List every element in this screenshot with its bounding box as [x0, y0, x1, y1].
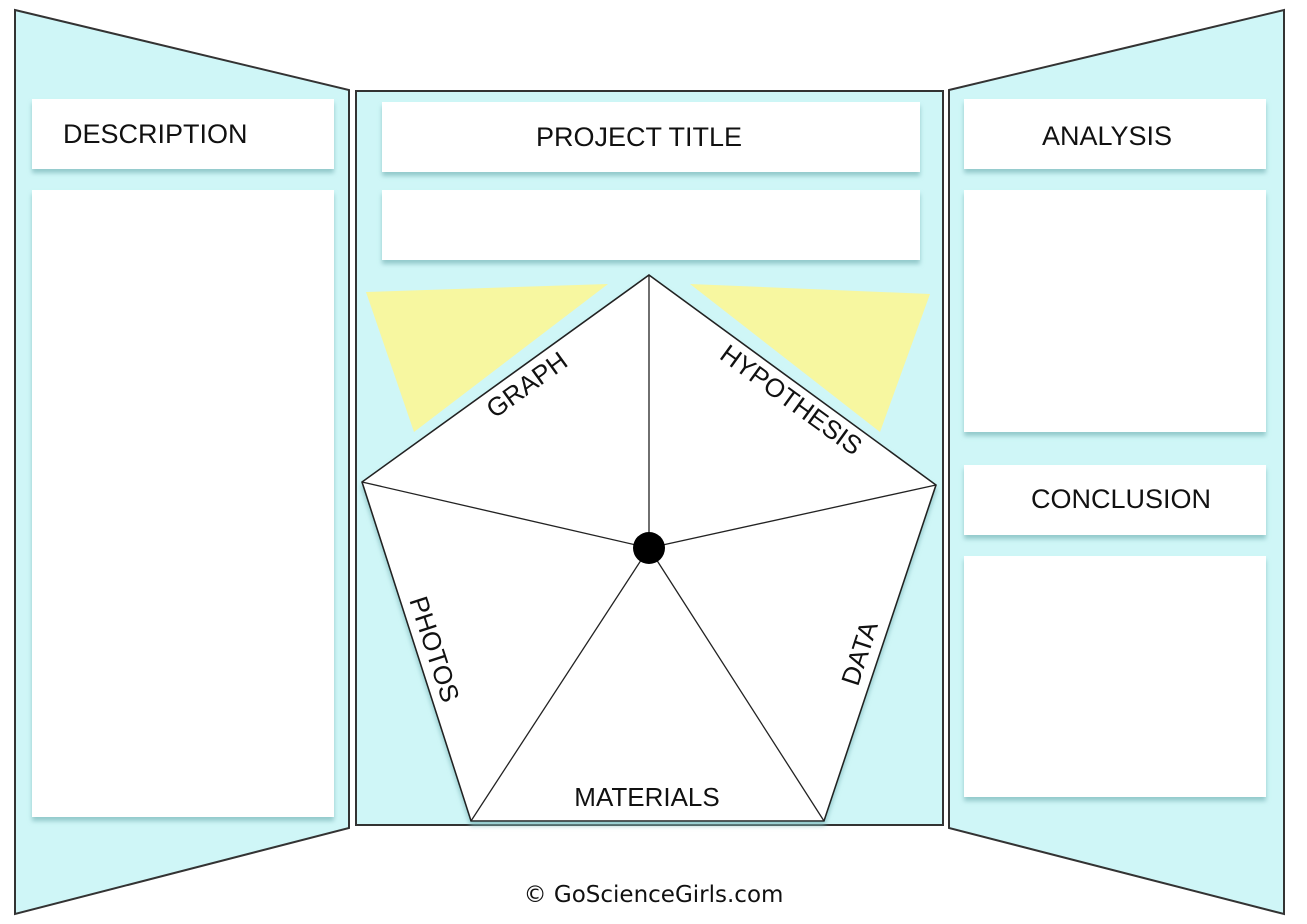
copyright-notice: © GoScienceGirls.com: [523, 882, 784, 908]
wedge-label-materials: MATERIALS: [574, 782, 719, 812]
project-title: PROJECT TITLE: [536, 122, 742, 152]
conclusion-header: CONCLUSION: [1031, 484, 1211, 514]
description-body-card: [32, 190, 334, 817]
center-panel: PROJECT TITLE GRAPH HYPOTHESIS PHOTOS DA…: [355, 90, 944, 826]
right-yellow-flap: [690, 284, 930, 432]
analysis-header: ANALYSIS: [1042, 121, 1172, 151]
description-header: DESCRIPTION: [63, 119, 248, 149]
analysis-body-card: [964, 190, 1266, 432]
project-subtitle-card: [382, 190, 920, 260]
right-panel: ANALYSIS CONCLUSION: [948, 8, 1285, 916]
conclusion-body-card: [964, 556, 1266, 797]
spoke-bottom-left: [470, 547, 650, 822]
left-yellow-flap: [366, 284, 608, 432]
description-header-card: [32, 99, 334, 169]
project-title-card: [382, 102, 920, 172]
left-panel: DESCRIPTION: [14, 8, 350, 916]
wheel-hub: [633, 532, 665, 564]
conclusion-header-card: [964, 465, 1266, 535]
spoke-left: [361, 481, 650, 549]
spoke-right: [648, 484, 937, 549]
spoke-bottom-right: [648, 547, 825, 822]
analysis-header-card: [964, 99, 1266, 169]
